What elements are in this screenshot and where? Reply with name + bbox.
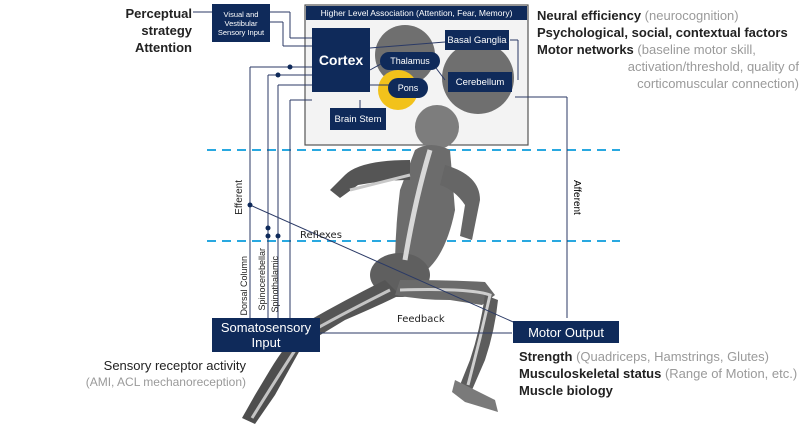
- efferent-label: Efferent: [234, 180, 245, 215]
- bottom-right-text: Strength (Quadriceps, Hamstrings, Glutes…: [519, 348, 799, 399]
- neural-efficiency-label: Neural efficiency: [537, 8, 642, 23]
- musculoskeletal-detail: (Range of Motion, etc.): [664, 366, 798, 381]
- reflexes-label: Reflexes: [300, 230, 342, 241]
- visual-vestibular-box: Visual and Vestibular Sensory Input: [212, 4, 270, 42]
- strength-detail: (Quadriceps, Hamstrings, Glutes): [576, 349, 769, 364]
- attention-text: Attention: [134, 40, 192, 55]
- junction-dots: [247, 64, 293, 239]
- right-top-text: Neural efficiency (neurocognition) Psych…: [537, 7, 799, 92]
- brain-stem-box: Brain Stem: [330, 108, 386, 130]
- cerebellum-box: Cerebellum: [448, 72, 512, 92]
- dorsal-column-label: Dorsal Column: [239, 256, 249, 316]
- sensory-receptor-detail: (AMI, ACL mechanoreception): [85, 375, 246, 389]
- cortex-box: Cortex: [312, 28, 370, 92]
- neural-efficiency-detail: (neurocognition): [644, 8, 739, 23]
- sensory-receptor-text: Sensory receptor activity (AMI, ACL mech…: [60, 358, 246, 390]
- sensory-receptor-label: Sensory receptor activity: [103, 358, 246, 373]
- motor-networks-detail-2: activation/threshold, quality of: [627, 59, 799, 74]
- pons-box: Pons: [388, 78, 428, 98]
- runner-figure: [242, 105, 498, 424]
- motor-networks-detail-3: corticomuscular connection): [637, 76, 799, 91]
- connector-lines: [193, 11, 568, 334]
- motor-output-box: Motor Output: [513, 321, 619, 343]
- perceptual-strategy-text: Perceptual strategy: [125, 6, 192, 38]
- basal-ganglia-box: Basal Ganglia: [445, 30, 509, 50]
- motor-networks-label: Motor networks: [537, 42, 634, 57]
- somatosensory-input-box: Somatosensory Input: [212, 318, 320, 352]
- musculoskeletal-label: Musculoskeletal status: [519, 366, 662, 381]
- muscle-biology-label: Muscle biology: [519, 383, 613, 398]
- perceptual-strategy-label: Perceptual strategy Attention: [86, 5, 192, 56]
- higher-level-title: Higher Level Association (Attention, Fea…: [306, 6, 527, 20]
- feedback-label: Feedback: [397, 314, 445, 325]
- spinocerebellar-label: Spinocerebellar: [257, 248, 267, 311]
- psych-factors-label: Psychological, social, contextual factor…: [537, 25, 788, 40]
- spinothalamic-label: Spinothalamic: [270, 256, 280, 313]
- thalamus-box: Thalamus: [380, 52, 440, 70]
- afferent-label: Afferent: [571, 180, 582, 215]
- motor-networks-detail-1: (baseline motor skill,: [637, 42, 756, 57]
- strength-label: Strength: [519, 349, 573, 364]
